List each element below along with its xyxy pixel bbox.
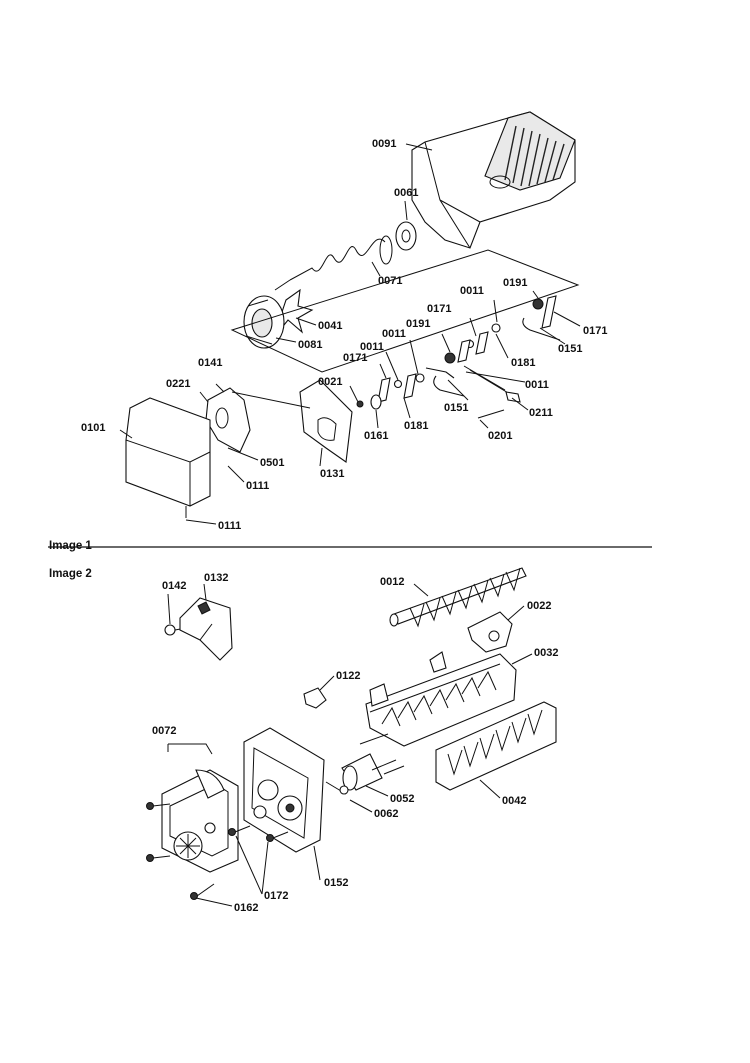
label-0071: 0071 [378,275,402,287]
label-0091: 0091 [372,138,396,150]
clip-0122 [303,687,327,709]
label-0032: 0032 [534,647,558,659]
label-0162: 0162 [234,902,258,914]
label-0132: 0132 [204,572,228,584]
shaft-0062 [325,781,349,795]
cover-0042 [435,701,557,791]
label-0171-b: 0171 [583,325,607,337]
housing-0141 [205,387,311,453]
label-0041: 0041 [318,320,342,332]
label-0181-a: 0181 [511,357,535,369]
label-0062: 0062 [374,808,398,820]
label-0141: 0141 [198,357,222,369]
module-0072 [161,769,239,873]
label-0101: 0101 [81,422,105,434]
part-labels-image2: 0142 0132 0012 0022 0032 0122 0072 0052 … [152,572,558,914]
label-0152: 0152 [324,877,348,889]
label-0021: 0021 [318,376,342,388]
label-0042: 0042 [502,795,526,807]
section-label-image-2: Image 2 [49,568,92,580]
ice-mold-0032 [359,651,517,747]
bearing-0022 [467,611,513,653]
label-0191-b: 0191 [406,318,430,330]
callout-lines-image1 [119,143,581,525]
label-0022: 0022 [527,600,551,612]
label-0131: 0131 [320,468,344,480]
label-0171-a: 0171 [427,303,451,315]
auger-hub-0081 [243,295,285,349]
label-0151-b: 0151 [444,402,468,414]
ring-0061 [395,221,417,251]
exploded-frame [230,249,580,373]
label-0111-a: 0111 [246,480,269,492]
label-0111-b: 0111 [218,520,241,532]
label-0142: 0142 [162,580,186,592]
auger-blade-0041 [279,288,314,334]
motor-0052 [341,753,405,791]
label-0221: 0221 [166,378,190,390]
cover-0101 [125,397,211,518]
auger-0071 [274,235,393,291]
label-0122: 0122 [336,670,360,682]
screws-0162-0172 [146,802,289,900]
label-0161: 0161 [364,430,388,442]
label-0011-a: 0011 [460,285,484,297]
part-labels-image1: 0091 0061 0071 0011 0191 0171 0041 0171 … [81,138,607,532]
label-0151-a: 0151 [558,343,582,355]
label-0172: 0172 [264,890,288,902]
ice-bucket-0091 [411,111,576,249]
housing-0152 [243,727,325,853]
label-0012: 0012 [380,576,404,588]
callout-lines-image2 [167,583,533,907]
section-label-image-1: Image 1 [49,540,92,552]
label-0061: 0061 [394,187,418,199]
label-0201: 0201 [488,430,512,442]
plate-0131 [299,379,353,463]
label-0052: 0052 [390,793,414,805]
bracket-0132 [179,597,233,661]
label-0011-d: 0011 [525,379,549,391]
label-0072: 0072 [152,725,176,737]
label-0081: 0081 [298,339,322,351]
label-0011-c: 0011 [360,341,384,353]
label-0011-b: 0011 [382,328,406,340]
label-0501: 0501 [260,457,284,469]
label-0181-b: 0181 [404,420,428,432]
label-0191-a: 0191 [503,277,527,289]
ejector-0012 [389,567,527,628]
label-0171-c: 0171 [343,352,367,364]
label-0211: 0211 [529,407,553,419]
